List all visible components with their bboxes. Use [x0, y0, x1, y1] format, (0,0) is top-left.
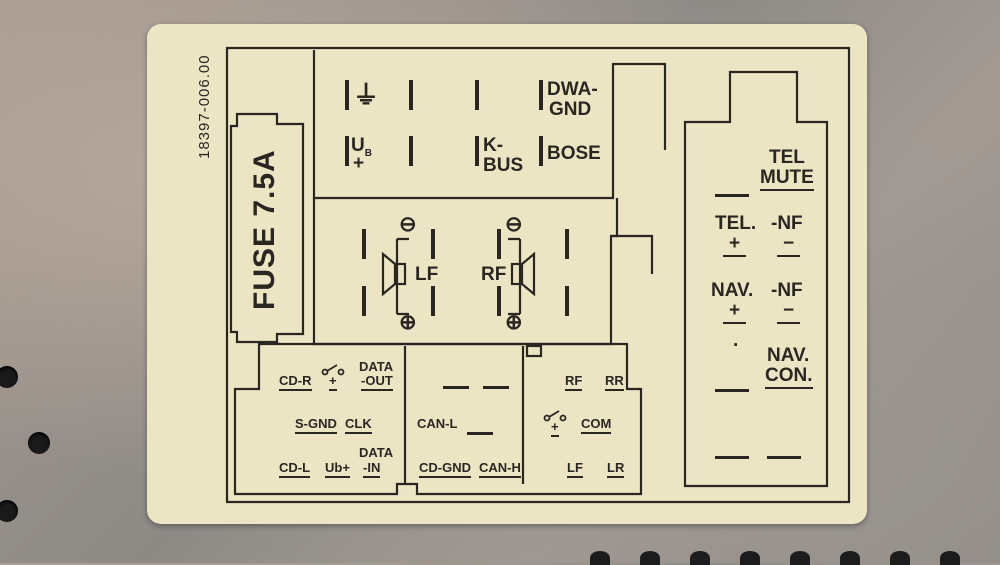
pin-data-out-line2: -OUT — [361, 374, 393, 391]
right-front-speaker-label: RF — [481, 264, 507, 285]
pin-com: COM — [581, 417, 612, 434]
chassis-hole — [0, 366, 18, 388]
kbus-line2: BUS — [483, 155, 524, 176]
chassis-hole — [940, 551, 960, 565]
pin-switch-plus: + — [329, 374, 337, 391]
pin-switch-plus-2: + — [551, 420, 559, 437]
tel-mute-line1: TEL — [769, 147, 805, 168]
plus-icon: ⊕ — [505, 311, 523, 334]
pin-s-gnd: S-GND — [295, 417, 337, 434]
nav-con-line1: NAV. — [767, 345, 810, 366]
pin-data-out-line1: DATA — [359, 359, 394, 374]
pin-rr: RR — [605, 374, 624, 391]
pin-data-in-line2: -IN — [363, 461, 381, 478]
pin-ub-plus: Ub+ — [325, 461, 350, 478]
pin-cd-gnd: CD-GND — [419, 461, 471, 478]
nf-label-2: -NF — [771, 280, 803, 301]
pin-lf: LF — [567, 461, 583, 478]
chassis-hole — [790, 551, 810, 565]
pin-lr: LR — [607, 461, 625, 478]
nav-label: NAV. — [711, 280, 754, 301]
tel-mute-line2: MUTE — [760, 168, 814, 191]
fuse-rating: FUSE 7.5A — [248, 149, 281, 310]
pin-cd-l: CD-L — [279, 461, 311, 478]
nav-plus: + — [723, 301, 747, 324]
pin-data-in-line1: DATA — [359, 445, 394, 460]
minus-icon: ⊖ — [399, 213, 417, 236]
chassis-hole — [690, 551, 710, 565]
pin-rf: RF — [565, 374, 583, 391]
plus-icon: ⊕ — [399, 311, 417, 334]
nav-con-line2: CON. — [765, 366, 813, 389]
connector-label: 18397-006.00 FUSE 7.5A ⏚ UB + DWA- GND K… — [147, 24, 867, 524]
pin-clk: CLK — [345, 417, 372, 434]
wiring-diagram-lines — [225, 46, 851, 504]
chassis-hole — [590, 551, 610, 565]
chassis-hole — [28, 432, 50, 454]
left-front-speaker-label: LF — [415, 264, 439, 285]
nf-minus-1: − — [777, 234, 801, 257]
dwa-gnd-line1: DWA- — [547, 79, 598, 100]
chassis-hole — [890, 551, 910, 565]
pin-cd-r: CD-R — [279, 374, 312, 391]
tel-plus: + — [723, 234, 747, 257]
bose-label: BOSE — [547, 143, 601, 164]
kbus-line1: K- — [483, 135, 504, 156]
chassis-hole — [0, 500, 18, 522]
part-number: 18397-006.00 — [196, 54, 213, 159]
ground-symbol: ⏚ — [353, 80, 380, 110]
chassis-hole — [840, 551, 860, 565]
pin-can-h: CAN-H — [479, 461, 521, 478]
dot-marker: · — [733, 335, 740, 356]
pin-can-l: CAN-L — [417, 416, 458, 431]
ub-label: UB — [351, 135, 372, 159]
chassis-hole — [640, 551, 660, 565]
chassis-hole — [740, 551, 760, 565]
minus-icon: ⊖ — [505, 213, 523, 236]
ub-sign: + — [353, 153, 365, 174]
tel-label: TEL. — [715, 213, 757, 234]
dwa-gnd-line2: GND — [549, 99, 592, 120]
nf-minus-2: − — [777, 301, 801, 324]
nf-label-1: -NF — [771, 213, 803, 234]
